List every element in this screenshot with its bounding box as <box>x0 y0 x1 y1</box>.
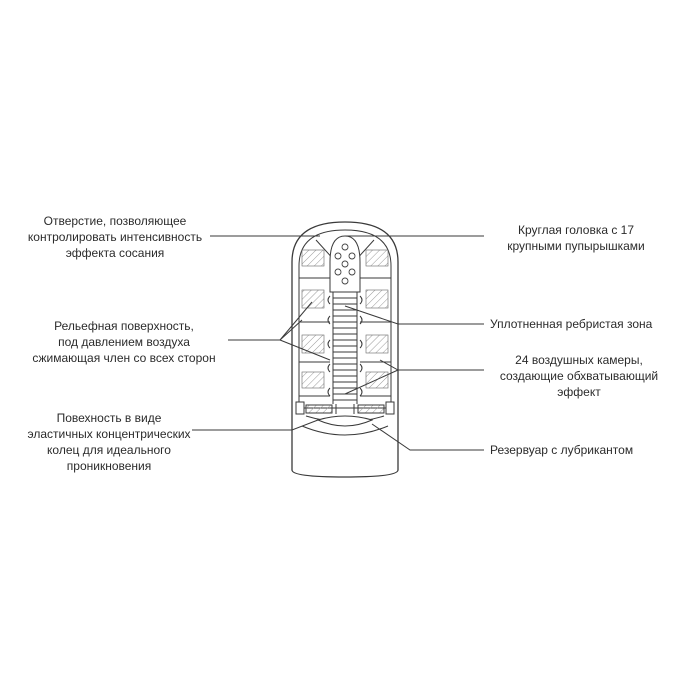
entry-rings <box>295 401 395 427</box>
outer-shell <box>291 221 399 478</box>
label-ribbed-zone: Уплотненная ребристая зона <box>490 317 653 331</box>
label-opening: Отверстие, позволяющее контролировать ин… <box>27 214 203 260</box>
ribbed-channel <box>327 292 363 404</box>
label-lubricant-reservoir: Резервуар с лубрикантом <box>490 443 634 457</box>
label-elastic-rings: Повехность в виде эластичных концентриче… <box>27 411 191 473</box>
lubricant-reservoir <box>301 425 389 436</box>
air-chambers <box>299 239 391 397</box>
leader-lines <box>192 235 484 451</box>
round-head <box>329 235 361 293</box>
wall-hatching <box>301 249 389 389</box>
label-air-chambers: 24 воздушных камеры, создающие обхватыва… <box>499 353 659 399</box>
label-round-head: Круглая головка с 17 крупными пупырышкам… <box>507 223 645 253</box>
label-relief-surface: Рельефная поверхность, под давлением воз… <box>32 319 216 365</box>
